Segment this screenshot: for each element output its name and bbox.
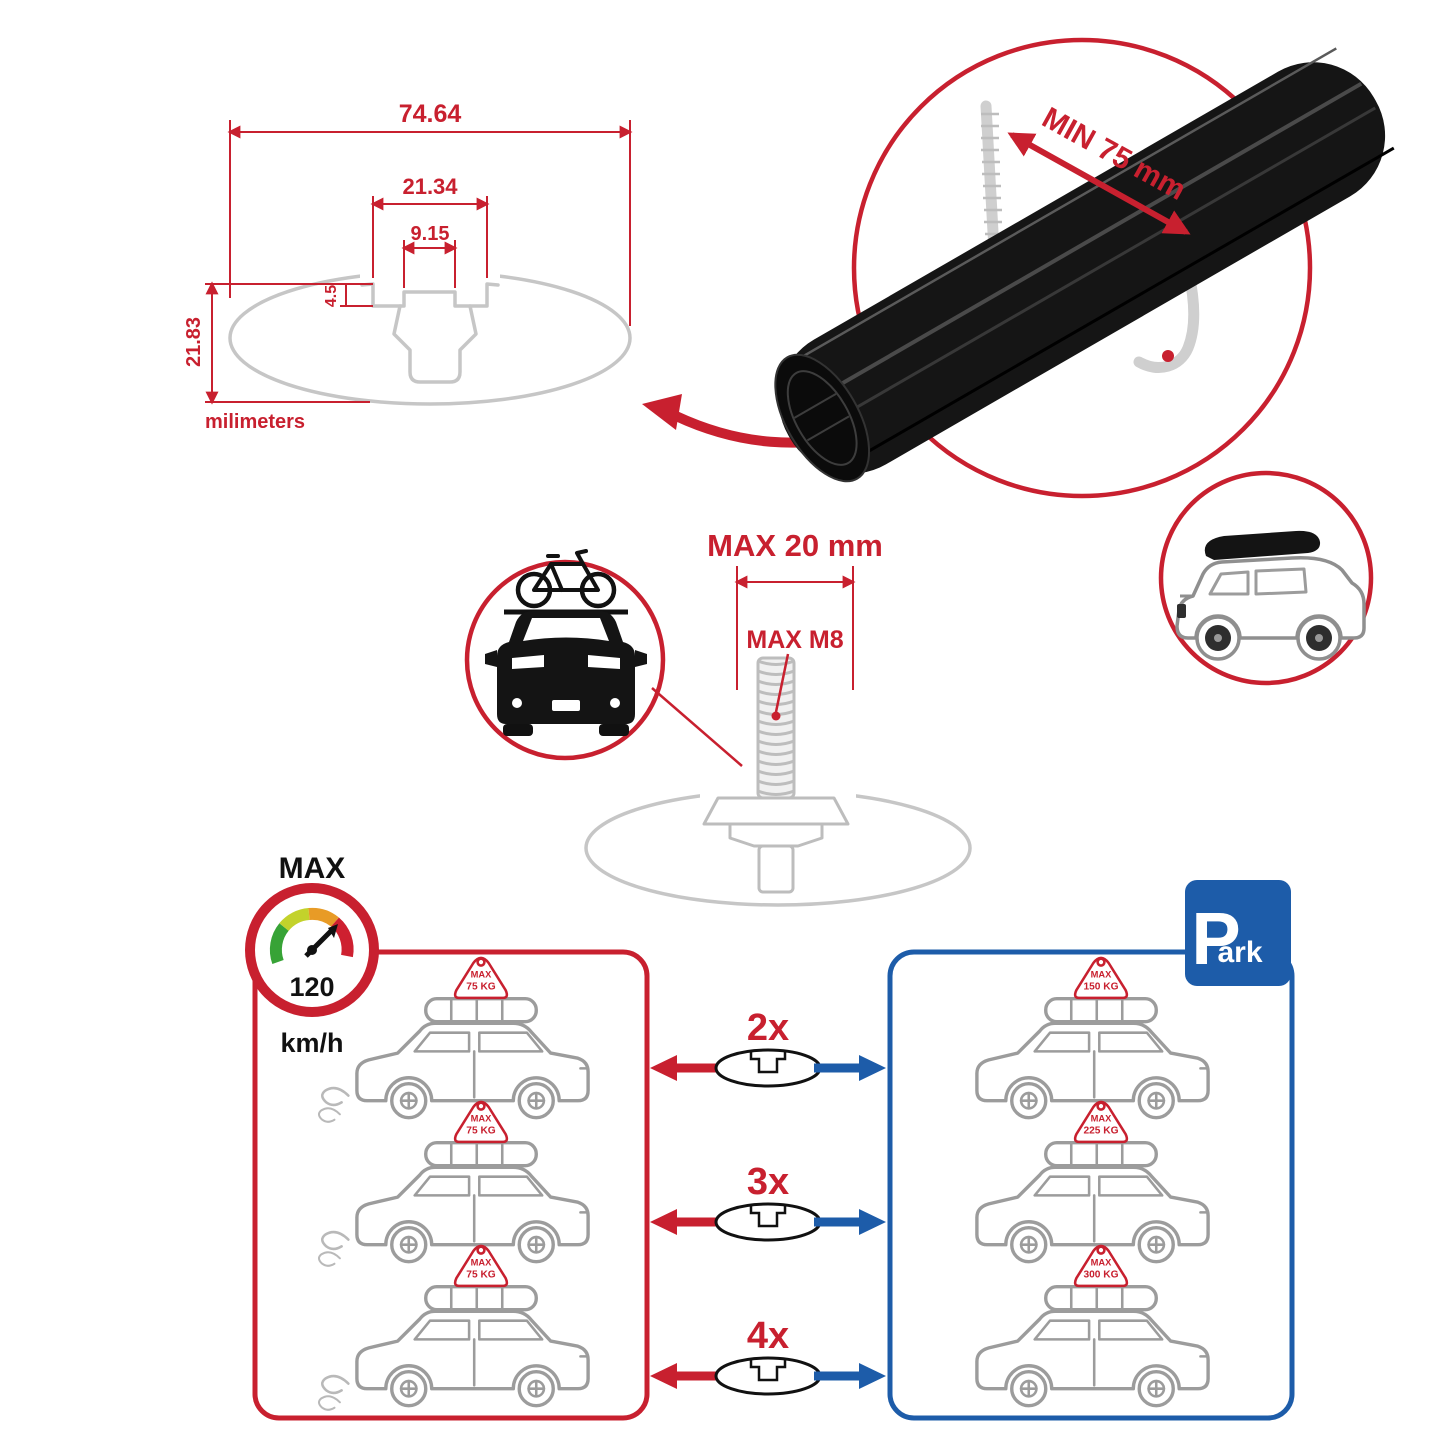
parking-car-2: MAX 225 KG (975, 1100, 1210, 1264)
crossbar-detail-circle: MIN 75 mm (774, 37, 1395, 499)
svg-text:75 KG: 75 KG (466, 1269, 496, 1280)
speedometer-icon (269, 907, 354, 965)
load-tag: MAX 300 KG (1073, 1244, 1129, 1288)
option-row-3x: 3x (650, 1161, 886, 1242)
load-tag: MAX 75 KG (453, 1100, 509, 1144)
car-front-with-bike-icon (485, 549, 647, 736)
svg-text:300 KG: 300 KG (1083, 1269, 1118, 1280)
svg-text:225 KG: 225 KG (1083, 1125, 1118, 1136)
svg-text:150 KG: 150 KG (1083, 981, 1118, 992)
option-row-4x: 4x (650, 1315, 886, 1396)
option-row-2x: 2x (650, 1007, 886, 1088)
suv-with-roofbox-icon (1175, 530, 1366, 661)
svg-text:MAX: MAX (471, 969, 493, 979)
bolt-max-length-label: MAX 20 mm (707, 528, 883, 563)
arrow-to-driving-icon (650, 1209, 722, 1235)
min-grip-arrow (1007, 132, 1191, 235)
svg-text:MAX: MAX (1091, 969, 1113, 979)
bike-on-car-badge (464, 549, 743, 767)
load-tag: MAX 225 KG (1073, 1100, 1129, 1144)
dim-total-height-label: 21.83 (183, 317, 205, 367)
load-tag: MAX 75 KG (453, 1244, 509, 1288)
crossbar-profile-icon (714, 1202, 822, 1242)
driving-car-3: MAX 75 KG (317, 1244, 590, 1411)
svg-text:MAX: MAX (1091, 1257, 1113, 1267)
badge-leader-line (651, 687, 743, 767)
parking-car-3: MAX 300 KG (975, 1244, 1210, 1408)
driving-car-1: MAX 75 KG (317, 956, 590, 1123)
bolt-max-thread-label: MAX M8 (746, 626, 843, 654)
driving-car-2: MAX 75 KG (317, 1100, 590, 1267)
dim-slot-inner-label: 9.15 (411, 223, 450, 245)
crossbar-profile-icon (714, 1048, 822, 1088)
park-sign: P ark (1185, 880, 1291, 986)
arrow-to-parking-icon (814, 1055, 886, 1081)
dim-slot-outer-label: 21.34 (402, 174, 458, 199)
multiplier-label: 3x (747, 1161, 789, 1203)
svg-text:MAX: MAX (1091, 1113, 1113, 1123)
arrow-to-driving-icon (650, 1055, 722, 1081)
multiplier-label: 4x (747, 1315, 789, 1357)
dim-unit-label: milimeters (205, 411, 305, 433)
speed-max-label: MAX (279, 852, 346, 885)
crossbar-profile-icon (714, 1356, 822, 1396)
bolt-fitting-diagram: MAX 20 mm MAX M8 (584, 528, 972, 907)
clamp-point-dot (1162, 350, 1174, 362)
load-tag: MAX 75 KG (453, 956, 509, 1000)
dim-flange-depth-label: 4.5 (323, 285, 340, 307)
speed-unit: km/h (280, 1028, 343, 1058)
park-sign-letter: P (1191, 897, 1240, 980)
crossbar-3d-render (774, 47, 1395, 483)
speed-value: 120 (289, 972, 334, 1002)
svg-text:MAX: MAX (471, 1257, 493, 1267)
profile-dimension-drawing: 74.64 21.34 9.15 4.5 21.83 milimeters (183, 100, 633, 433)
dim-total-width-label: 74.64 (399, 100, 462, 128)
parking-car-1: MAX 150 KG (975, 956, 1210, 1120)
load-tag: MAX 150 KG (1073, 956, 1129, 1000)
arrow-to-driving-icon (650, 1363, 722, 1389)
svg-text:MAX: MAX (471, 1113, 493, 1123)
park-sign-rest: ark (1217, 936, 1262, 969)
svg-text:75 KG: 75 KG (466, 1125, 496, 1136)
arrow-to-parking-icon (814, 1209, 886, 1235)
multiplier-label: 2x (747, 1007, 789, 1049)
svg-text:75 KG: 75 KG (466, 981, 496, 992)
speed-limit-gauge: MAX 120 km/h (245, 852, 379, 1058)
arrow-to-parking-icon (814, 1363, 886, 1389)
suv-roofbox-badge (1158, 470, 1374, 686)
